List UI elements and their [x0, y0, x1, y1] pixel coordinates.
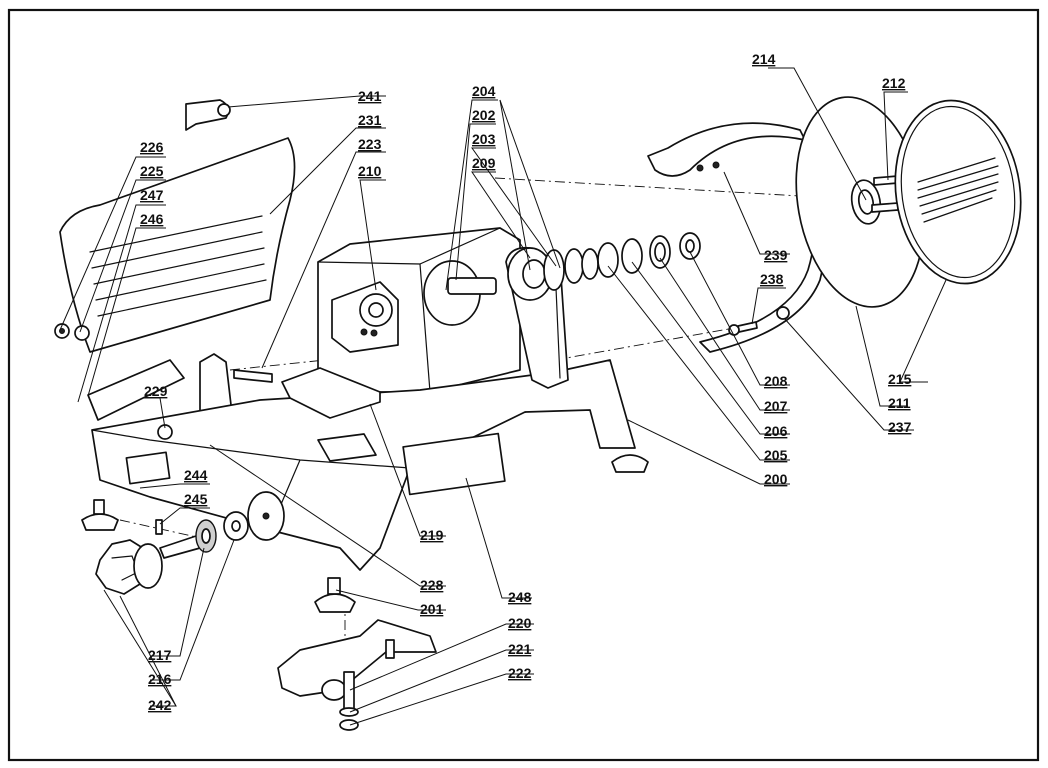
label-223: 223	[358, 136, 382, 152]
label-212: 212	[882, 75, 906, 91]
label-221: 221	[508, 641, 532, 657]
label-238: 238	[760, 271, 784, 287]
label-209: 209	[472, 155, 496, 171]
label-226: 226	[140, 139, 164, 155]
label-229: 229	[144, 383, 168, 399]
washer-216	[223, 491, 285, 541]
callout-labels: 241 231 223 210 226 225 247 246 229 244 …	[140, 51, 912, 713]
label-245: 245	[184, 491, 208, 507]
label-210: 210	[358, 163, 382, 179]
label-214: 214	[752, 51, 776, 67]
bottom-bracket	[277, 619, 437, 731]
label-237: 237	[888, 419, 912, 435]
label-217: 217	[148, 647, 172, 663]
label-200: 200	[764, 471, 788, 487]
label-204: 204	[472, 83, 496, 99]
label-201: 201	[420, 601, 444, 617]
leader-lines	[59, 67, 947, 726]
adjust-lever-219	[281, 367, 381, 419]
bearing-stack	[543, 232, 701, 291]
slice-plate	[54, 137, 296, 353]
gear-217	[195, 519, 217, 553]
label-228: 228	[420, 577, 444, 593]
label-216: 216	[148, 671, 172, 687]
label-205: 205	[764, 447, 788, 463]
label-222: 222	[508, 665, 532, 681]
thickness-knob-242	[95, 535, 201, 595]
blade-cover-215	[894, 99, 1022, 285]
label-239: 239	[764, 247, 788, 263]
carriage-plate	[87, 359, 185, 421]
drawing-frame	[7, 8, 1040, 762]
label-207: 207	[764, 398, 788, 414]
motor-housing	[317, 227, 521, 393]
deflector-241	[185, 99, 231, 131]
label-231: 231	[358, 112, 382, 128]
label-208: 208	[764, 373, 788, 389]
label-241: 241	[358, 88, 382, 104]
label-206: 206	[764, 423, 788, 439]
label-219: 219	[420, 527, 444, 543]
label-225: 225	[140, 163, 164, 179]
label-211: 211	[888, 395, 911, 411]
label-244: 244	[184, 467, 208, 483]
label-220: 220	[508, 615, 532, 631]
label-202: 202	[472, 107, 496, 123]
blade-211	[795, 96, 925, 308]
label-247: 247	[140, 187, 164, 203]
label-203: 203	[472, 131, 496, 147]
label-242: 242	[148, 697, 172, 713]
label-215: 215	[888, 371, 912, 387]
shaft-223	[233, 369, 273, 383]
label-248: 248	[508, 589, 532, 605]
label-246: 246	[140, 211, 164, 227]
screw-245	[155, 519, 163, 535]
